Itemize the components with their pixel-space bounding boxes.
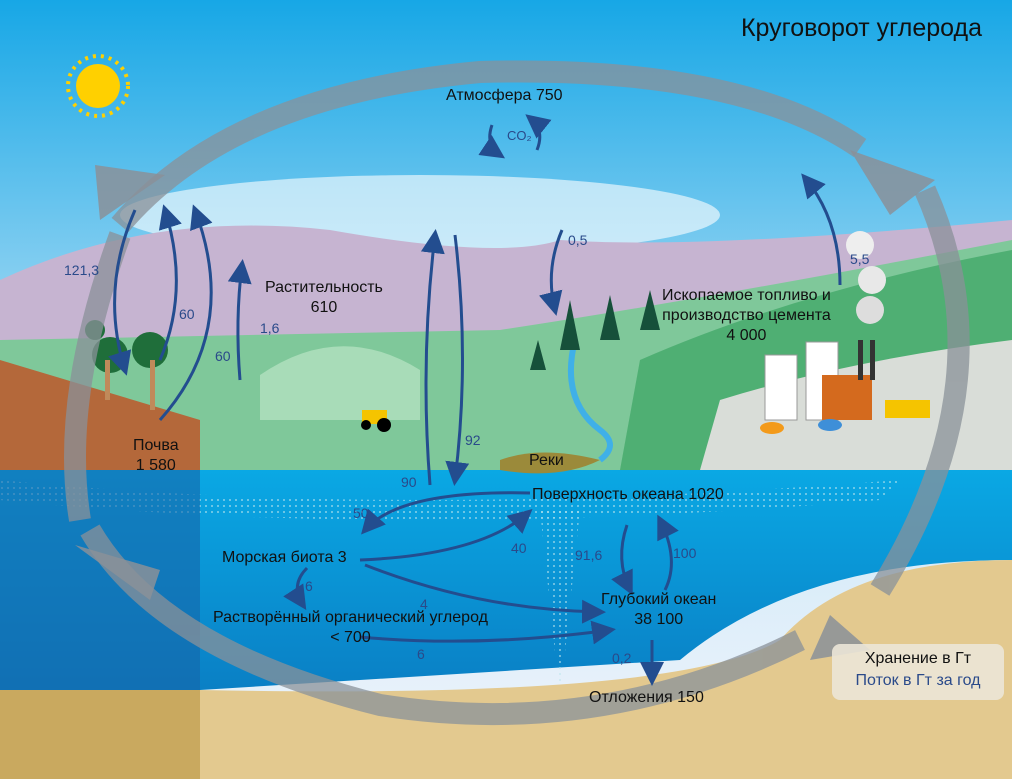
fossil-line1: Ископаемое топливо и — [662, 287, 831, 304]
soil-name: Почва — [133, 437, 179, 454]
vegetation-name: Растительность — [265, 279, 383, 296]
ocean-surface-label: Поверхность океана 1020 — [532, 486, 724, 503]
tractor-icon — [361, 410, 391, 432]
atmosphere-label: Атмосфера 750 — [446, 87, 563, 104]
rivers-label: Реки — [529, 452, 564, 469]
flux-6-a: 6 — [305, 578, 313, 594]
diagram-title: Круговорот углерода — [740, 14, 982, 42]
flux-0-5: 0,5 — [568, 232, 588, 248]
deep-ocean-label: Глубокий океан 38 100 — [601, 590, 716, 630]
fossil-value: 4 000 — [726, 327, 767, 344]
deep-ocean-value: 38 100 — [634, 611, 684, 628]
flux-50: 50 — [353, 505, 369, 521]
fossil-fuel-label: Ископаемое топливо и производство цемента… — [662, 286, 831, 346]
flux-6-b: 6 — [417, 646, 425, 662]
sun-icon — [66, 54, 130, 118]
legend: Хранение в Гт Поток в Гт за год — [832, 644, 1004, 700]
soil-label: Почва 1 580 — [133, 436, 179, 476]
flux-60-a: 60 — [179, 306, 195, 322]
conifer-trees — [530, 290, 660, 370]
vehicles — [760, 400, 930, 434]
ocean — [0, 470, 1012, 779]
soil-value: 1 580 — [135, 457, 176, 474]
river-delta — [500, 452, 600, 474]
vegetation-value: 610 — [310, 299, 338, 316]
legend-flux: Поток в Гт за год — [855, 672, 981, 689]
soil — [0, 360, 200, 470]
doc-line2: < 700 — [330, 629, 371, 646]
flux-60-b: 60 — [215, 348, 231, 364]
marine-biota-label: Морская биота 3 — [222, 549, 347, 566]
doc-line1: Растворённый органический углерод — [213, 609, 488, 626]
seafloor — [200, 560, 1012, 779]
flux-4: 4 — [420, 596, 428, 612]
flux-90: 90 — [401, 474, 417, 490]
sediments-label: Отложения 150 — [589, 689, 704, 706]
flux-100: 100 — [673, 545, 697, 561]
legend-storage: Хранение в Гт — [864, 650, 972, 667]
vegetation-label: Растительность 610 — [265, 278, 383, 318]
river — [567, 339, 613, 463]
flux-1-6: 1,6 — [260, 320, 280, 336]
flux-5-5: 5,5 — [850, 251, 870, 267]
deep-ocean-name: Глубокий океан — [601, 591, 717, 608]
flux-121-3: 121,3 — [64, 262, 100, 278]
flux-91-6: 91,6 — [575, 547, 603, 563]
hill — [260, 346, 420, 420]
doc-label: Растворённый органический углерод < 700 — [213, 608, 488, 648]
factory — [764, 231, 886, 421]
atmosphere-return-arrow — [64, 60, 970, 726]
flux-92: 92 — [465, 432, 481, 448]
flux-arrows — [108, 114, 842, 686]
flux-0-2: 0,2 — [612, 650, 632, 666]
co2-label: CO₂ — [507, 128, 532, 143]
fossil-line2: производство цемента — [662, 307, 831, 324]
flux-40: 40 — [511, 540, 527, 556]
big-arrow-head — [95, 165, 165, 220]
mixing-layer — [0, 480, 900, 520]
